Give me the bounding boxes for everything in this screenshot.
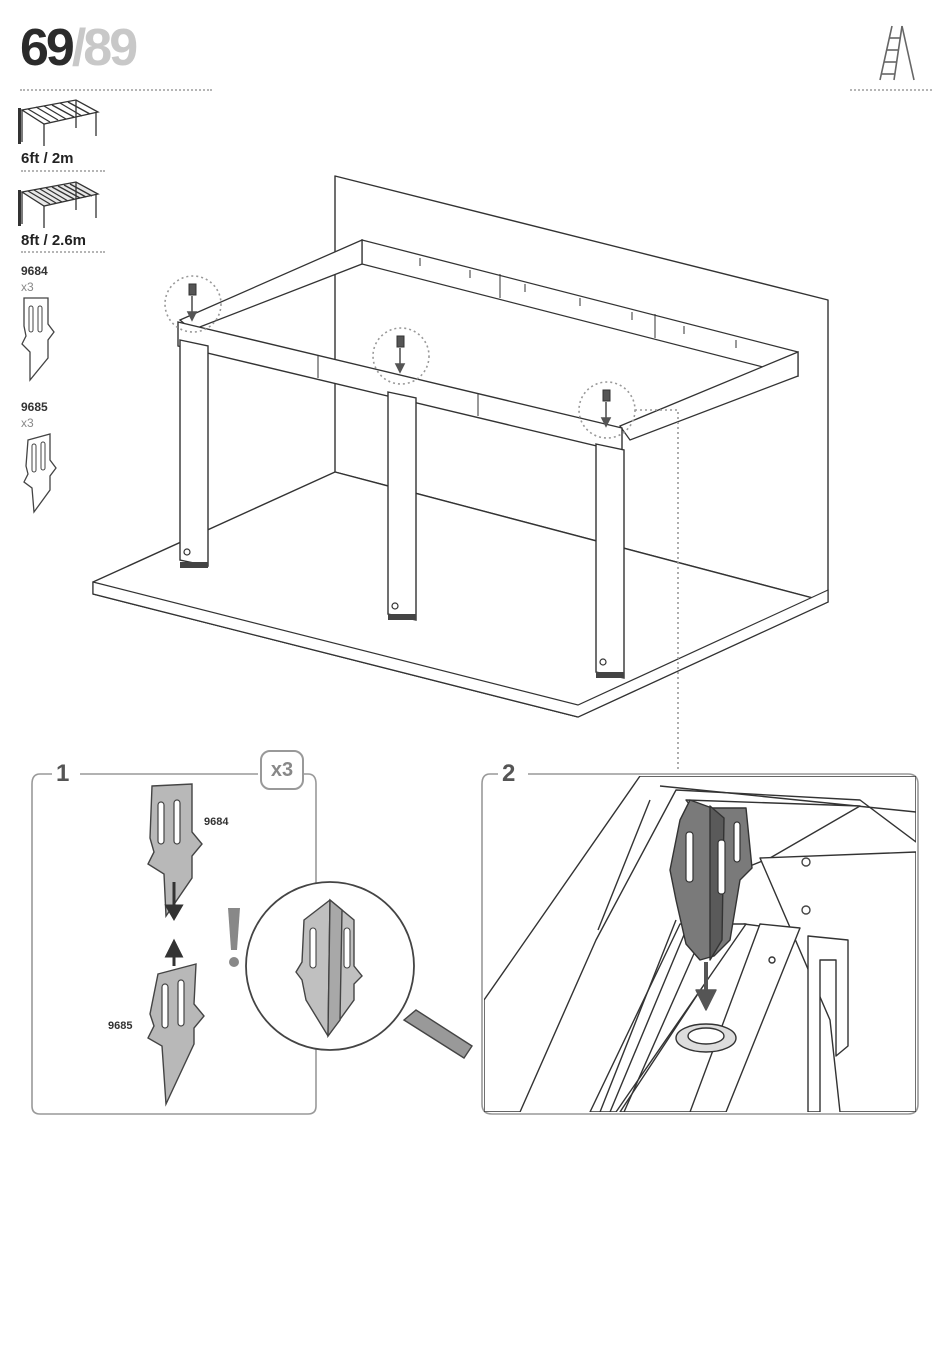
step2-detail-illustration <box>0 0 950 1359</box>
